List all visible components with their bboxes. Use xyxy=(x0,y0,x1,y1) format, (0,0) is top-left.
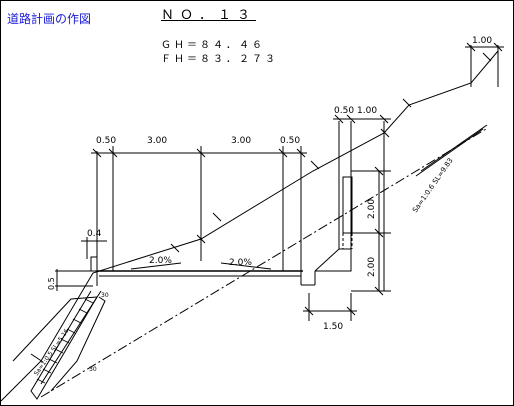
dim-small-a: 30 xyxy=(101,292,109,299)
wall-block xyxy=(342,176,353,234)
drawing-title: 道路計画の作図 xyxy=(7,12,92,26)
design-line xyxy=(40,128,487,398)
dim-wall-h-lower: 2.00 xyxy=(367,257,377,277)
ground-height: ＧＨ＝８４．４６ xyxy=(161,40,265,51)
dim-wall-h-upper: 2.00 xyxy=(367,199,377,219)
dim-left-height: 0.5 xyxy=(47,277,56,290)
dim-lane-right: 3.00 xyxy=(231,136,251,146)
formation-height: ＦＨ＝８３．２７３ xyxy=(161,54,278,65)
dim-small-b: 30 xyxy=(89,366,97,373)
dim-wall-top-b: 1.00 xyxy=(357,106,377,116)
ground-line xyxy=(1,50,499,402)
slope-left-lane: 2.0% xyxy=(149,256,172,266)
fill-slope xyxy=(30,290,98,400)
dim-shoulder-left: 0.50 xyxy=(96,136,116,146)
dim-shoulder-right: 0.50 xyxy=(280,136,300,146)
retaining-wall xyxy=(314,248,352,272)
left-curb xyxy=(90,256,98,272)
dim-lane-left: 3.00 xyxy=(147,136,167,146)
dim-wall-top-a: 0.50 xyxy=(334,106,354,116)
dim-ditch-width: 1.50 xyxy=(323,322,343,332)
cut-slope-label: Sa=1:0.6 SL=9.83 xyxy=(411,157,455,214)
station-number: ＮＯ．１３ xyxy=(161,8,257,23)
dim-left-post: 0.4 xyxy=(87,229,102,239)
dim-top-right: 1.00 xyxy=(472,36,492,46)
slope-right-lane: 2.0% xyxy=(229,258,252,268)
